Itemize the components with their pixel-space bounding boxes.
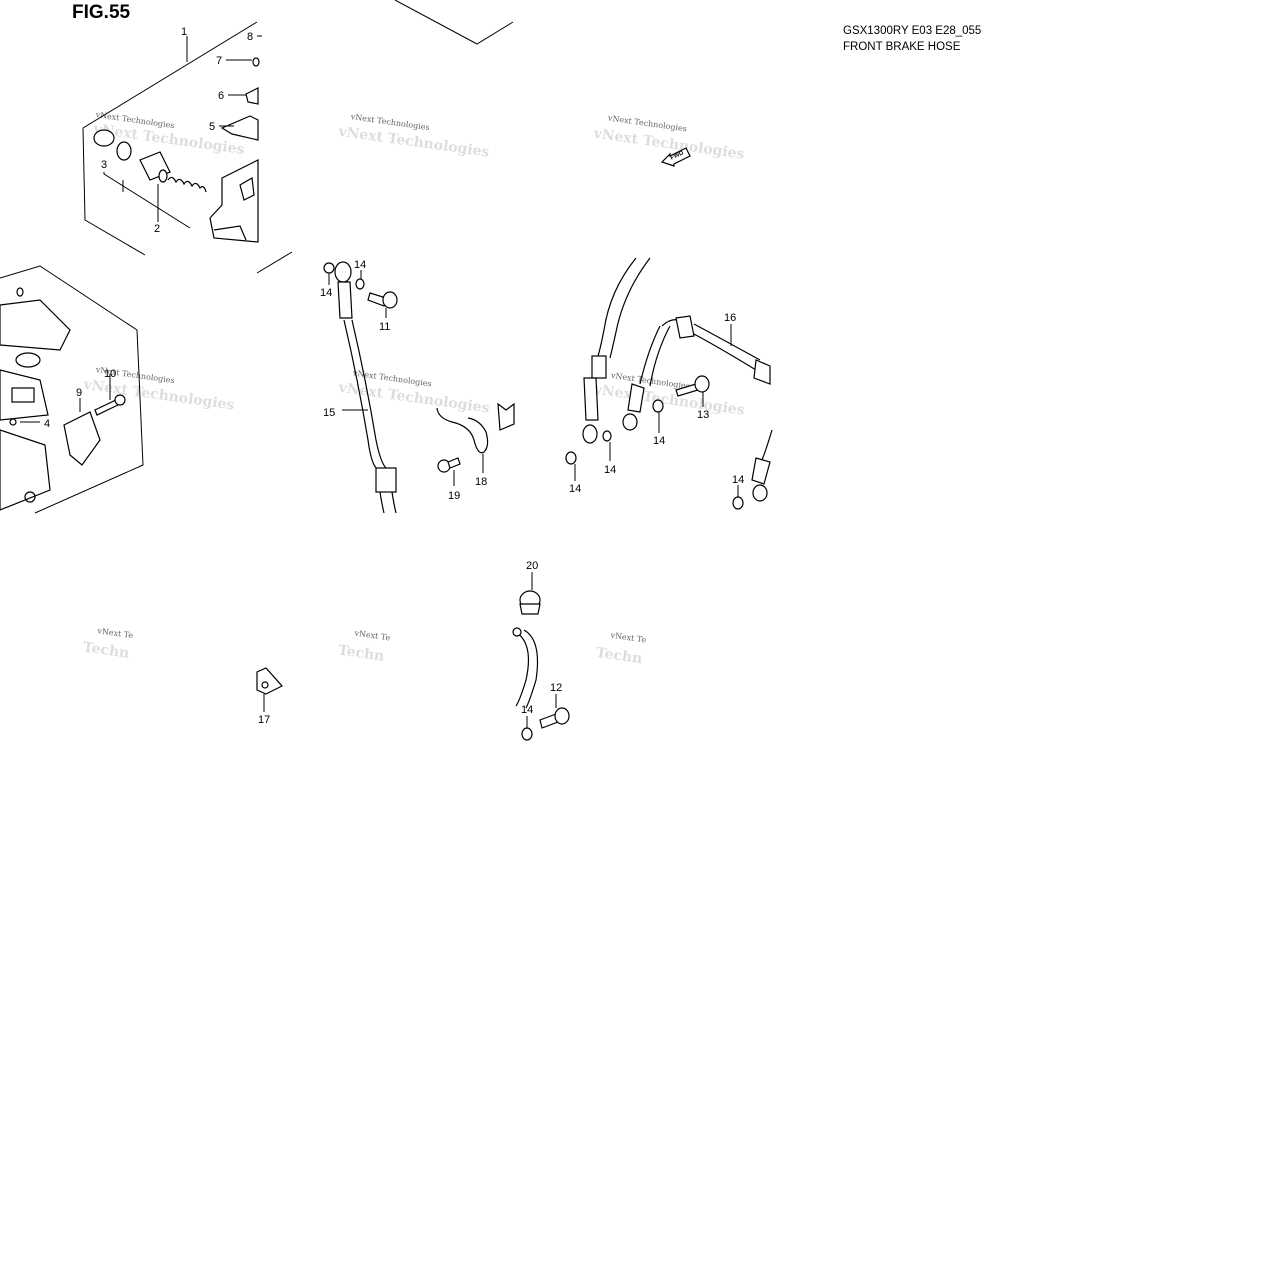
- watermark: Techn vNext Te: [595, 631, 647, 668]
- callout-9: 9: [76, 387, 82, 399]
- washer: [355, 278, 365, 290]
- callout-14: 14: [604, 464, 616, 476]
- reservoir-plate: [220, 115, 259, 141]
- callout-7: 7: [216, 55, 222, 67]
- callout-10: 10: [104, 368, 116, 380]
- callout-12: 12: [550, 682, 562, 694]
- diaphragm: [245, 87, 259, 105]
- callout-8: 8: [247, 31, 253, 43]
- watermark-text: vNext Te: [353, 628, 391, 642]
- callout-14: 14: [354, 259, 366, 271]
- callout-14: 14: [320, 287, 332, 299]
- callout-14: 14: [732, 474, 744, 486]
- brake-hose-lower: [512, 627, 570, 741]
- pivot-nut: [9, 418, 17, 426]
- lever-bracket-assembly: [0, 265, 144, 514]
- fwd-label: FWD: [670, 150, 686, 161]
- cylinder-body: [209, 159, 259, 243]
- callout-1: 1: [181, 26, 187, 38]
- section-name: FRONT BRAKE HOSE: [843, 41, 961, 53]
- frame-top: [394, 0, 514, 45]
- hose-clamp-20: [519, 572, 541, 615]
- fitting-sleeve: [583, 377, 599, 421]
- washer: [652, 399, 664, 413]
- callout-19: 19: [448, 490, 460, 502]
- brake-hose-15: [323, 261, 398, 514]
- screw: [16, 287, 24, 297]
- hose-joint: [591, 355, 607, 379]
- banjo-fitting: [334, 261, 352, 283]
- spring: [167, 176, 207, 193]
- watermark-shadow: Techn: [82, 639, 130, 661]
- callout-14: 14: [569, 483, 581, 495]
- washer: [732, 496, 744, 510]
- dust-boot: [93, 129, 115, 147]
- forward-arrow-icon: FWD: [660, 147, 691, 167]
- circlip: [116, 141, 132, 161]
- watermark: vNext Technologies vNext Technologies: [92, 110, 246, 158]
- washer: [602, 430, 612, 442]
- figure-title: FIG.55: [72, 2, 131, 23]
- watermark-text: vNext Te: [609, 631, 647, 645]
- reservoir-cover: [0, 299, 71, 351]
- watermark: vNext Technologies vNext Technologies: [592, 371, 746, 419]
- callout-15: 15: [323, 407, 335, 419]
- switch-body: [0, 369, 49, 421]
- lever-housing: [0, 429, 51, 511]
- fitting-sleeve: [751, 457, 771, 485]
- callout-14: 14: [521, 704, 533, 716]
- splitter-joint: [675, 315, 695, 339]
- callout-17: 17: [258, 714, 270, 726]
- watermark-shadow: Techn: [595, 645, 643, 667]
- callout-16: 16: [724, 312, 736, 324]
- callout-4: 4: [44, 418, 50, 430]
- watermark-text: vNext Te: [96, 626, 134, 640]
- watermark: vNext Technologies vNext Technologies: [337, 112, 491, 161]
- reservoir-cap: [15, 352, 41, 368]
- handlebar-clamp: [63, 411, 101, 466]
- master-cylinder-assembly: [82, 21, 293, 274]
- callout-13: 13: [697, 409, 709, 421]
- callout-6: 6: [218, 90, 224, 102]
- union-bolt: [367, 292, 387, 307]
- watermark: Techn vNext Te: [337, 628, 391, 664]
- fitting-sleeve: [627, 383, 645, 413]
- piston-cup: [158, 169, 168, 183]
- model-code: GSX1300RY E03 E28_055: [843, 25, 982, 37]
- watermark: Techn vNext Te: [82, 626, 134, 662]
- watermarks: vNext Technologies vNext Technologies vN…: [82, 110, 746, 668]
- callout-18: 18: [475, 476, 487, 488]
- callout-5: 5: [209, 121, 215, 133]
- guide-clip: [497, 402, 515, 431]
- fitting-sleeve: [337, 281, 353, 319]
- banjo-fitting: [582, 424, 598, 444]
- hose-joint: [375, 467, 397, 493]
- callout-14: 14: [653, 435, 665, 447]
- washer: [323, 262, 335, 274]
- hose-guide-18: [436, 402, 515, 486]
- watermark-shadow: Techn: [337, 642, 385, 664]
- callouts: 1 2 3 4 5 6 7 8 9 10 11 12 13 14 14 14 1…: [44, 26, 744, 726]
- callout-11: 11: [379, 321, 390, 333]
- brake-hose-16: [565, 257, 773, 510]
- banjo-fitting: [752, 484, 768, 502]
- callout-20: 20: [526, 560, 538, 572]
- washer: [565, 451, 577, 465]
- washer: [521, 727, 533, 741]
- watermark: vNext Technologies vNext Technologies: [337, 368, 491, 416]
- callout-3: 3: [101, 159, 107, 171]
- screw: [252, 57, 260, 67]
- hose-end: [753, 359, 771, 385]
- bracket-17: [256, 667, 283, 712]
- callout-2: 2: [154, 223, 160, 235]
- banjo-fitting: [622, 413, 638, 431]
